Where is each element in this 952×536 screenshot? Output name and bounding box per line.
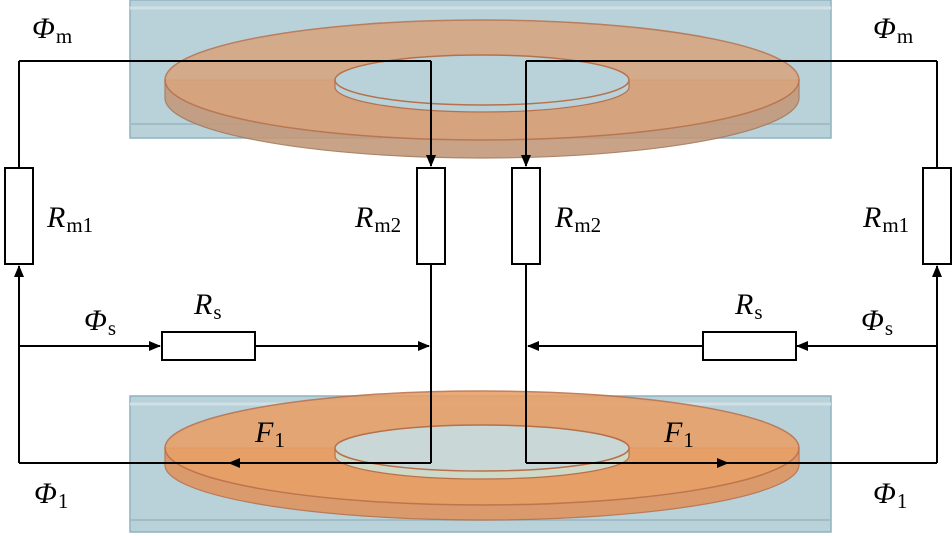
right-circuit: [511, 60, 952, 468]
label-phi-s-right: Φs: [861, 304, 893, 340]
label-rm1-left: Rm1: [46, 201, 93, 237]
resistor-rm1-right: [922, 167, 952, 265]
label-phi-m-right: Φm: [873, 12, 913, 48]
label-phi-m-left: Φm: [32, 12, 72, 48]
resistor-rs-right: [702, 331, 797, 361]
label-rm2-right: Rm2: [554, 201, 601, 237]
label-rm2-left: Rm2: [354, 201, 401, 237]
left-circuit: [4, 60, 446, 468]
label-rs-left: Rs: [193, 288, 222, 324]
label-phi-1-right: Φ1: [873, 477, 907, 513]
label-rs-right: Rs: [734, 288, 763, 324]
resistor-rs-left: [161, 331, 256, 361]
label-phi-1-left: Φ1: [34, 477, 68, 513]
top-coil: [164, 19, 800, 159]
resistor-rm1-left: [4, 167, 34, 265]
bottom-coil: [164, 390, 800, 521]
resistor-rm2-left: [416, 167, 446, 265]
label-rm1-right: Rm1: [862, 201, 909, 237]
label-f1-left: F1: [254, 416, 285, 452]
label-phi-s-left: Φs: [84, 304, 116, 340]
resistor-rm2-right: [511, 167, 541, 265]
label-f1-right: F1: [663, 416, 694, 452]
